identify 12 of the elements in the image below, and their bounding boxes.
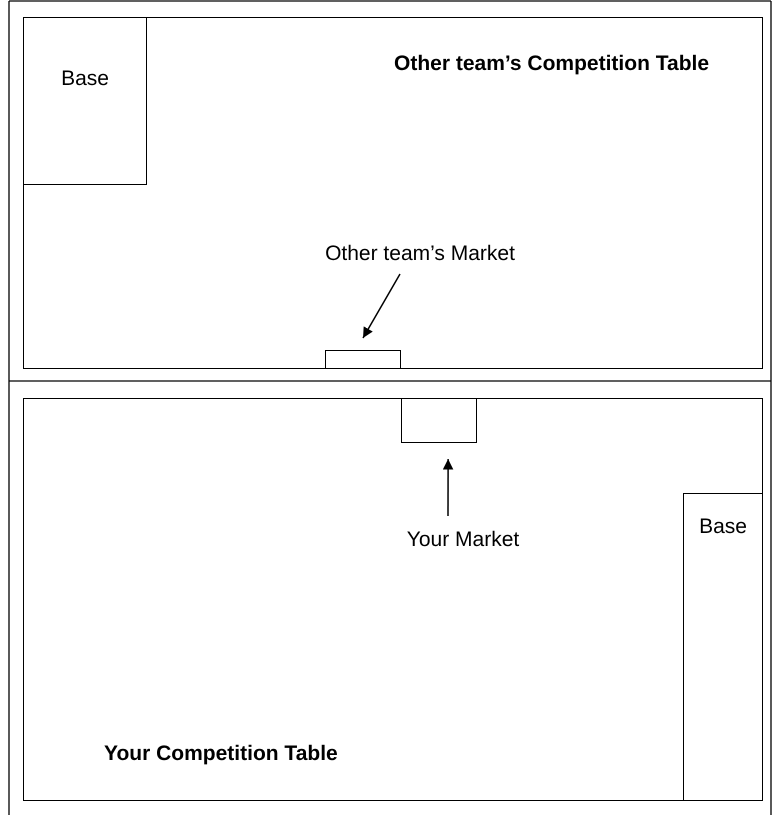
arrow [362, 274, 401, 338]
arrow [442, 459, 454, 516]
market-box [325, 350, 401, 369]
competition-table-area [23, 398, 763, 801]
table-heading: Other team’s Competition Table [394, 52, 710, 76]
market-box [401, 398, 477, 443]
market-label: Other team’s Market [325, 240, 515, 268]
competition-table-area [23, 17, 763, 369]
market-label: Your Market [378, 526, 548, 554]
base-zone: Base [683, 493, 763, 801]
table-heading: Your Competition Table [104, 742, 338, 766]
base-zone: Base [23, 17, 147, 185]
